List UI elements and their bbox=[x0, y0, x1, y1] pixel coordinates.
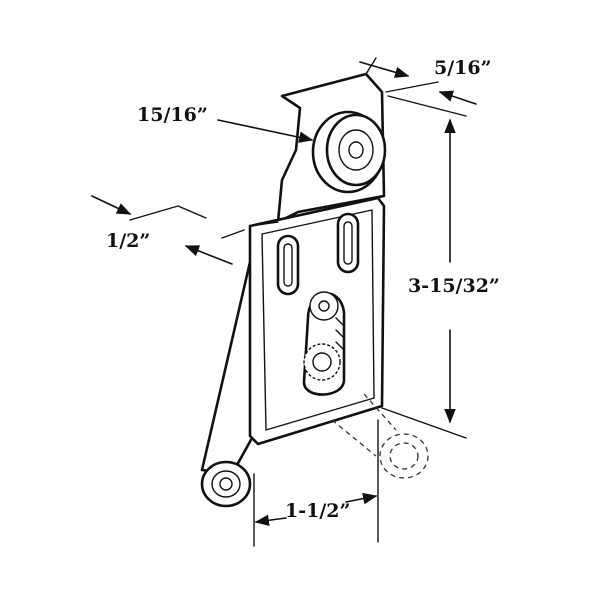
slot-right bbox=[336, 212, 360, 274]
alternate-roller-position bbox=[331, 393, 429, 479]
arrow-offset-left bbox=[91, 195, 132, 215]
upper-roller-axle bbox=[348, 141, 364, 159]
upper-roller bbox=[311, 110, 387, 194]
gear-center bbox=[312, 352, 332, 372]
gear-rack bbox=[335, 317, 345, 351]
label-height: 3-15/32” bbox=[408, 275, 500, 297]
arrow-wheel-diameter bbox=[217, 119, 314, 143]
label-offset: 1/2” bbox=[106, 230, 150, 252]
arrow-spacing-left bbox=[254, 514, 287, 526]
arrow-wheel-width-left bbox=[359, 61, 410, 78]
arrow-offset-right bbox=[184, 245, 233, 265]
bracket-part bbox=[200, 72, 429, 508]
plate-inner-edge bbox=[261, 209, 375, 431]
plate-bend-line bbox=[249, 221, 279, 227]
label-spacing: 1-1/2” bbox=[285, 500, 350, 522]
label-wheel-width: 5/16” bbox=[434, 57, 492, 79]
arrow-spacing-right bbox=[345, 492, 378, 505]
arrow-wheel-width-right bbox=[438, 90, 477, 105]
adjustment-gear bbox=[302, 291, 346, 396]
slot-left bbox=[276, 234, 300, 296]
lower-roller-axle bbox=[219, 477, 233, 491]
lower-roller bbox=[200, 460, 252, 508]
label-wheel-diameter: 15/16” bbox=[137, 104, 208, 126]
dimension-lines bbox=[91, 57, 477, 547]
gear-top-hole bbox=[318, 300, 330, 312]
